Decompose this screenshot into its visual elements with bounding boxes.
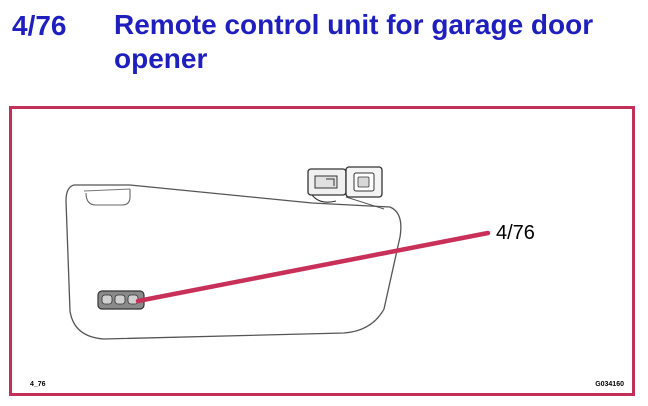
visor-mirror-clip-icon <box>307 166 385 210</box>
visor-tab <box>85 189 131 206</box>
callout-label: 4/76 <box>496 222 535 244</box>
section-title: Remote control unit for garage door open… <box>114 9 594 74</box>
callout-line <box>135 230 491 304</box>
remote-control-unit-icon <box>97 290 145 310</box>
figure-id-right: G034160 <box>595 381 624 388</box>
figure-frame: 4/76 4_76 G034160 <box>9 106 635 396</box>
section-heading: 4/76 Remote control unit for garage door… <box>0 8 648 98</box>
visor-top-edge <box>83 188 131 192</box>
sun-visor-illustration <box>65 166 491 340</box>
visor-body-outline <box>65 184 402 340</box>
figure-id-left: 4_76 <box>30 381 46 388</box>
section-number: 4/76 <box>12 10 67 41</box>
